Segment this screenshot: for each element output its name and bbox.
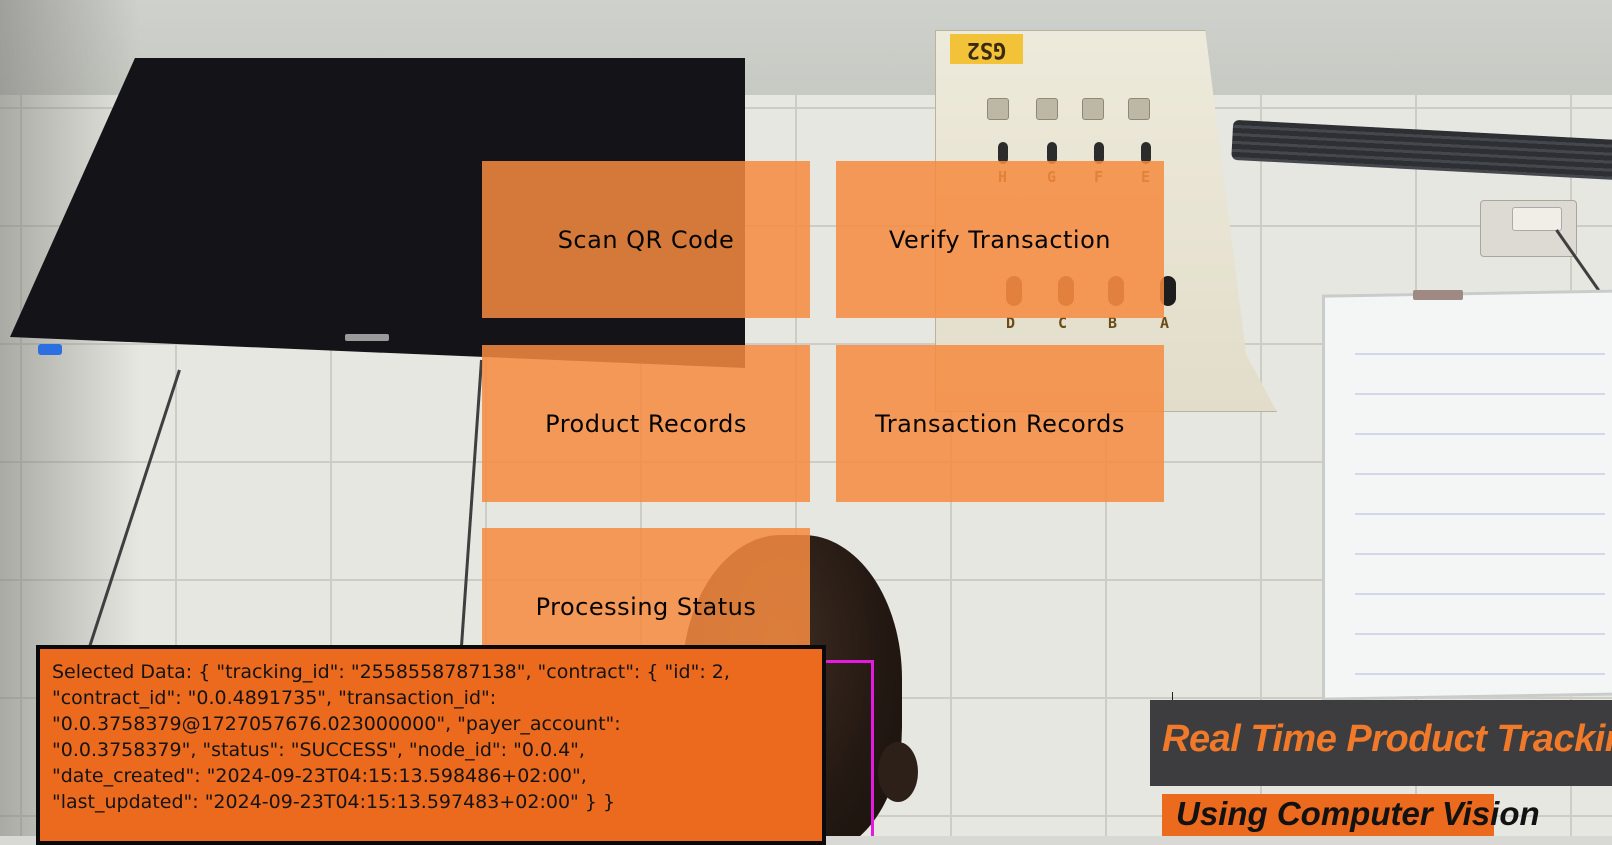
verify-transaction-button[interactable]: Verify Transaction — [836, 161, 1164, 318]
verify-transaction-label: Verify Transaction — [888, 225, 1111, 254]
product-records-button[interactable]: Product Records — [482, 345, 810, 502]
rotary-knob — [1160, 276, 1176, 306]
port — [1128, 98, 1150, 120]
control-box-label: GS2 — [950, 34, 1023, 64]
toggle-switch — [998, 142, 1008, 164]
selected-data-line: Selected Data: { "tracking_id": "2558558… — [52, 661, 730, 683]
subtitle-banner: Using Computer Vision — [1162, 794, 1540, 836]
scan-qr-code-button[interactable]: Scan QR Code — [482, 161, 810, 318]
selected-data-line: "last_updated": "2024-09-23T04:15:13.597… — [52, 791, 616, 813]
toggle-switch — [1047, 142, 1057, 164]
switch-letter: D — [1006, 314, 1016, 332]
plug — [1512, 207, 1562, 231]
selected-data-line: "0.0.3758379@1727057676.023000000", "pay… — [52, 713, 621, 735]
monitor-strip — [345, 334, 389, 341]
switch-letter: B — [1108, 314, 1118, 332]
selected-data-panel: Selected Data: { "tracking_id": "2558558… — [36, 645, 826, 845]
selected-data-line: "date_created": "2024-09-23T04:15:13.598… — [52, 765, 587, 787]
person-ear — [878, 742, 918, 802]
marker-tray — [1413, 290, 1463, 300]
toggle-switch — [1094, 142, 1104, 164]
title-banner: Real Time Product Tracking — [1150, 700, 1612, 786]
port — [1082, 98, 1104, 120]
port — [987, 98, 1009, 120]
cursor-mark — [1172, 692, 1173, 704]
banner-subtitle: Using Computer Vision — [1176, 795, 1540, 832]
switch-letter: A — [1160, 314, 1170, 332]
product-records-label: Product Records — [545, 409, 747, 438]
toggle-switch — [1141, 142, 1151, 164]
face-detection-box — [826, 660, 874, 836]
transaction-records-button[interactable]: Transaction Records — [836, 345, 1164, 502]
port — [1036, 98, 1058, 120]
scan-qr-code-label: Scan QR Code — [557, 225, 735, 254]
selected-data-line: "0.0.3758379", "status": "SUCCESS", "nod… — [52, 739, 585, 761]
banner-title: Real Time Product Tracking — [1162, 718, 1612, 760]
transaction-records-label: Transaction Records — [875, 409, 1125, 438]
whiteboard-writing — [1355, 315, 1605, 685]
selected-data-line: "contract_id": "0.0.4891735", "transacti… — [52, 687, 497, 709]
processing-status-label: Processing Status — [535, 592, 757, 621]
monitor-power-led — [38, 344, 62, 355]
switch-letter: C — [1058, 314, 1068, 332]
